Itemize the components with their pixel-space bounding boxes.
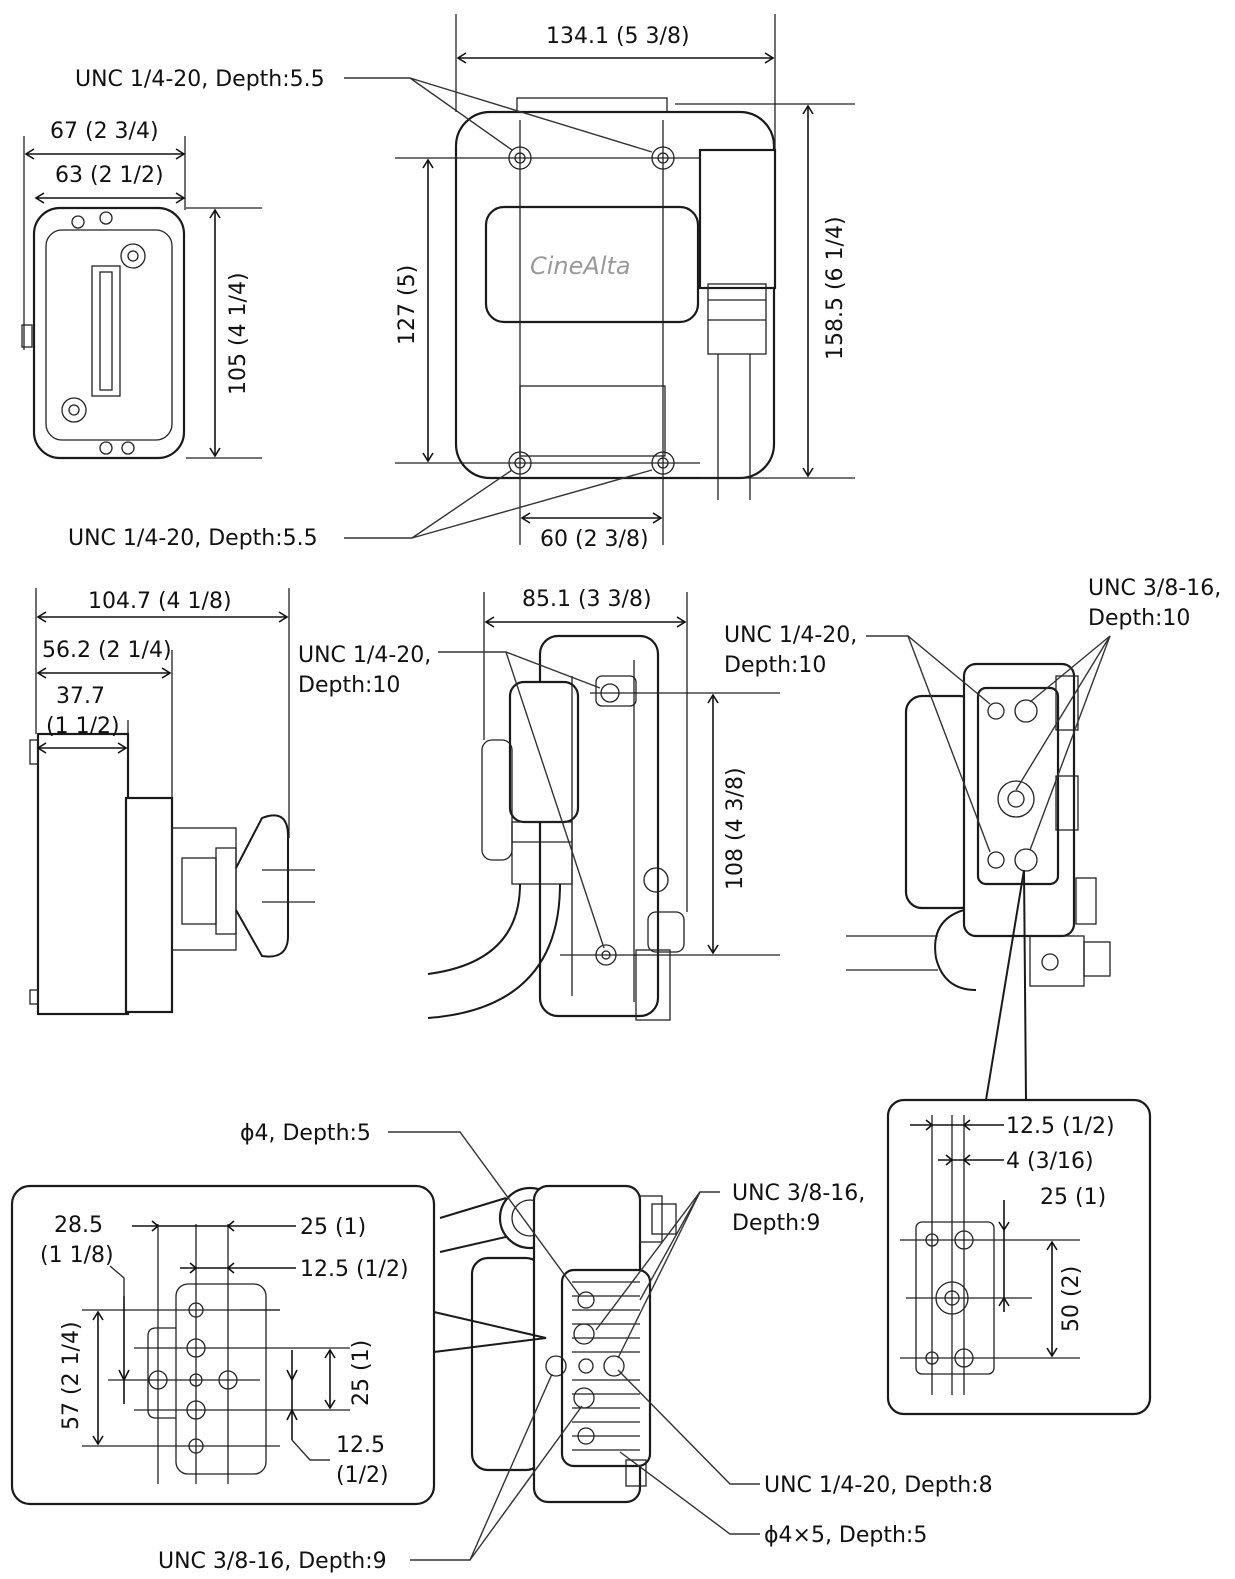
bottom-slots [572,1281,640,1451]
dim-28-5-b: (1 1/8) [40,1243,114,1268]
dim-25-inner: 25 (1) [349,1340,374,1406]
dim-127: 127 (5) [395,265,420,345]
dim-104: 104.7 (4 1/8) [88,589,232,614]
top-view: CineAlta [454,97,777,545]
leaders-top-view [344,77,653,539]
dims-top-view [395,14,855,524]
dim-25-left: 25 (1) [300,1215,366,1240]
callout-unc38-right-a: UNC 3/8-16, [1088,576,1221,601]
dim-28-5-a: 28.5 [54,1213,103,1238]
callout-unc14-right-b: Depth:10 [724,653,826,678]
callout-unc38-9: UNC 3/8-16, Depth:9 [158,1549,387,1574]
side-view-left [29,732,315,1016]
cinealta-logo: CineAlta [530,252,631,280]
dim-37-a: 37.7 [56,684,105,709]
leaders-side-view-center [438,651,605,949]
dim-25-right: 25 (1) [1040,1185,1106,1210]
front-view [21,136,186,460]
dim-12-5-low-a: 12.5 [336,1433,385,1458]
callout-unc14-right-a: UNC 1/4-20, [724,623,857,648]
dims-side-view-left [35,588,290,838]
dim-60: 60 (2 3/8) [540,527,649,552]
dim-105: 105 (4 1/4) [226,272,251,395]
dim-158: 158.5 (6 1/4) [823,216,848,360]
callout-unc38-bot-a: UNC 3/8-16, [732,1181,865,1206]
callout-unc38-right-b: Depth:10 [1088,606,1190,631]
dims-side-view-center [483,592,780,956]
back-view-right [846,662,1111,991]
dim-108: 108 (4 3/8) [723,767,748,890]
callout-unc14-side-b: Depth:10 [298,673,400,698]
dim-37-b: (1 1/2) [46,714,120,739]
dim-85: 85.1 (3 3/8) [522,587,652,612]
dim-4-right: 4 (3/16) [1006,1149,1094,1174]
bottom-view [439,1184,677,1504]
dims-front-view [24,148,262,459]
callout-unc14-side-a: UNC 1/4-20, [298,643,431,668]
dim-57: 57 (2 1/4) [59,1321,84,1430]
dim-12-5-left: 12.5 (1/2) [300,1257,409,1282]
dim-67: 67 (2 3/4) [50,119,159,144]
callout-unc14-bottom: UNC 1/4-20, Depth:5.5 [68,526,318,551]
dim-50-right: 50 (2) [1059,1266,1084,1332]
dim-134: 134.1 (5 3/8) [546,24,690,49]
dim-56: 56.2 (2 1/4) [42,638,172,663]
dim-12-5-right: 12.5 (1/2) [1006,1114,1115,1139]
leaders-back-view [866,635,1111,1101]
callout-phi4x5: ϕ4×5, Depth:5 [764,1523,927,1548]
dim-12-5-low-b: (1/2) [336,1463,389,1488]
callout-phi4: ϕ4, Depth:5 [240,1121,371,1146]
callout-unc14-8: UNC 1/4-20, Depth:8 [764,1473,993,1498]
detail-box-right [886,1098,1152,1416]
callout-unc38-bot-b: Depth:9 [732,1211,820,1236]
leaders-bottom-view [388,1131,760,1561]
detail-box-left [10,1184,436,1506]
dim-63: 63 (2 1/2) [55,163,164,188]
side-view-center [427,634,685,1021]
callout-unc14-top: UNC 1/4-20, Depth:5.5 [75,67,325,92]
